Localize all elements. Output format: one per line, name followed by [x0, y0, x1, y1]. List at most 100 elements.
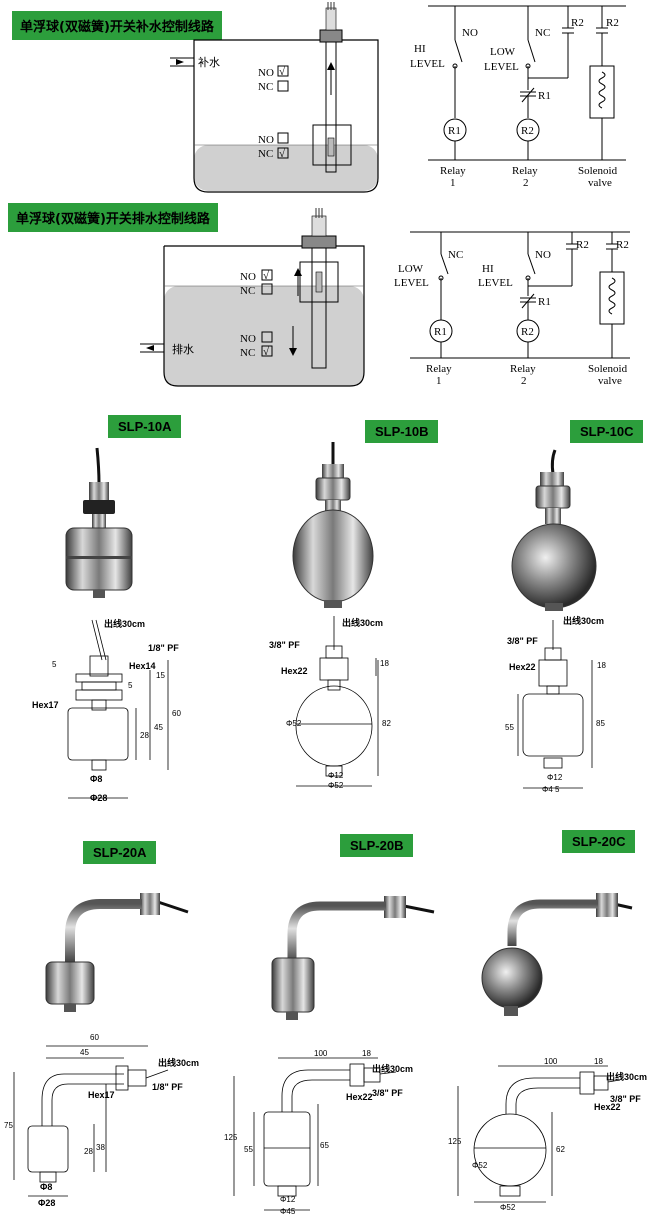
svg-text:Φ52: Φ52	[500, 1203, 516, 1212]
svg-text:NC: NC	[448, 249, 463, 261]
dimension-drawing-slp-10a	[67, 619, 169, 799]
model-label-slp-20c: SLP-20C	[562, 830, 636, 853]
svg-text:Φ28: Φ28	[38, 1198, 55, 1208]
fill-circuit-header: 单浮球(双磁簧)开关补水控制线路	[12, 11, 222, 40]
svg-text:Φ52: Φ52	[328, 781, 344, 790]
svg-text:NO: NO	[462, 27, 478, 39]
svg-text:Φ45: Φ45	[280, 1207, 296, 1215]
dimension-labels-slp-20c: 100 18 出线30cm Hex22 3/8" PF 125 Φ52 62 Φ…	[448, 1057, 647, 1212]
svg-text:√: √	[279, 148, 286, 160]
svg-text:R2: R2	[606, 17, 619, 29]
svg-text:R1: R1	[538, 90, 551, 102]
model-label-slp-20a: SLP-20A	[83, 841, 157, 864]
model-label-slp-20b: SLP-20B	[340, 834, 414, 857]
svg-text:出线30cm: 出线30cm	[563, 615, 604, 626]
dimension-drawing-slp-10c	[517, 620, 593, 789]
svg-text:√: √	[279, 66, 286, 78]
svg-text:NC: NC	[535, 27, 550, 39]
svg-text:出线30cm: 出线30cm	[342, 617, 383, 628]
dimension-drawing-slp-20b	[233, 1057, 397, 1211]
svg-text:3/8" PF: 3/8" PF	[507, 636, 538, 646]
svg-text:LOW: LOW	[398, 263, 424, 275]
svg-text:Hex22: Hex22	[509, 662, 536, 672]
dimension-drawing-slp-20c	[457, 1065, 621, 1203]
svg-text:2: 2	[521, 375, 527, 387]
svg-text:NC: NC	[258, 148, 273, 160]
svg-text:Relay: Relay	[510, 363, 536, 375]
photo-slp-10c	[511, 449, 597, 611]
svg-text:出线30cm: 出线30cm	[372, 1063, 413, 1074]
photo-slp-20b	[271, 896, 435, 1020]
dimension-drawing-slp-20a	[13, 1045, 169, 1197]
svg-text:Hex22: Hex22	[594, 1102, 621, 1112]
svg-text:18: 18	[597, 661, 606, 670]
svg-text:LEVEL: LEVEL	[478, 277, 513, 289]
svg-text:Relay: Relay	[440, 165, 466, 177]
model-label-slp-10c: SLP-10C	[570, 420, 644, 443]
photo-slp-20a	[45, 893, 189, 1012]
dimension-drawing-slp-10b	[295, 616, 379, 787]
svg-text:45: 45	[80, 1048, 89, 1057]
svg-text:NO: NO	[535, 249, 551, 261]
fill-control-circuit	[428, 5, 626, 161]
dimension-labels-slp-20a: 60 45 出线30cm Hex17 1/8" PF 75 38 28 Φ8 Φ…	[4, 1033, 199, 1208]
photo-slp-20c	[481, 893, 633, 1016]
svg-text:Φ8: Φ8	[90, 774, 102, 784]
drain-control-circuit	[410, 231, 630, 359]
inlet-label: 补水	[198, 56, 220, 69]
svg-text:Φ12: Φ12	[547, 773, 563, 782]
svg-text:60: 60	[172, 709, 181, 718]
svg-text:R1: R1	[538, 296, 551, 308]
svg-text:62: 62	[556, 1145, 565, 1154]
photo-slp-10b	[292, 441, 374, 608]
svg-text:valve: valve	[588, 177, 612, 189]
svg-text:NC: NC	[240, 347, 255, 359]
svg-text:HI: HI	[414, 43, 426, 55]
svg-text:82: 82	[382, 719, 391, 728]
svg-text:R2: R2	[571, 17, 584, 29]
svg-text:15: 15	[156, 671, 165, 680]
svg-text:LOW: LOW	[490, 46, 516, 58]
model-label-slp-10a: SLP-10A	[108, 415, 182, 438]
svg-text:R2: R2	[616, 239, 629, 251]
svg-text:5: 5	[128, 681, 133, 690]
svg-text:1: 1	[450, 177, 456, 189]
svg-text:Φ12: Φ12	[280, 1195, 296, 1204]
svg-text:18: 18	[362, 1049, 371, 1058]
svg-text:18: 18	[380, 659, 389, 668]
svg-text:Φ52: Φ52	[472, 1161, 488, 1170]
svg-text:3/8" PF: 3/8" PF	[372, 1088, 403, 1098]
svg-text:LEVEL: LEVEL	[410, 58, 445, 70]
drain-tank-diagram: 排水 NO √ NC NO NC √	[140, 208, 365, 387]
svg-text:3/8" PF: 3/8" PF	[269, 640, 300, 650]
svg-text:125: 125	[448, 1137, 462, 1146]
svg-text:R2: R2	[521, 326, 534, 338]
dimension-labels-slp-10a: 出线30cm 1/8" PF Hex14 Hex17 5 5 15 28 45 …	[32, 618, 181, 803]
svg-text:100: 100	[314, 1049, 328, 1058]
fill-tank-diagram: 补水 NO √ NC NO NC √	[170, 2, 379, 193]
svg-text:Φ8: Φ8	[40, 1182, 52, 1192]
svg-text:55: 55	[244, 1145, 253, 1154]
svg-text:R2: R2	[576, 239, 589, 251]
svg-text:Hex22: Hex22	[281, 666, 308, 676]
svg-text:28: 28	[84, 1147, 93, 1156]
svg-text:28: 28	[140, 731, 149, 740]
dimension-labels-slp-10c: 出线30cm 3/8" PF Hex22 18 55 85 Φ12 Φ4 5	[505, 615, 606, 794]
svg-text:R1: R1	[434, 326, 447, 338]
svg-text:1: 1	[436, 375, 442, 387]
svg-text:√: √	[263, 270, 270, 282]
svg-text:55: 55	[505, 723, 514, 732]
svg-text:45: 45	[154, 723, 163, 732]
svg-text:R2: R2	[521, 125, 534, 137]
svg-text:60: 60	[90, 1033, 99, 1042]
svg-text:38: 38	[96, 1143, 105, 1152]
svg-text:NO: NO	[240, 333, 256, 345]
svg-text:NO: NO	[258, 134, 274, 146]
svg-text:100: 100	[544, 1057, 558, 1066]
svg-text:Relay: Relay	[512, 165, 538, 177]
svg-text:出线30cm: 出线30cm	[606, 1071, 647, 1082]
svg-text:1/8" PF: 1/8" PF	[152, 1082, 183, 1092]
svg-text:出线30cm: 出线30cm	[104, 618, 145, 629]
fill-circuit-labels: NO HI LEVEL NC LOW LEVEL R2 R2 R1 R1 R2 …	[410, 17, 619, 189]
